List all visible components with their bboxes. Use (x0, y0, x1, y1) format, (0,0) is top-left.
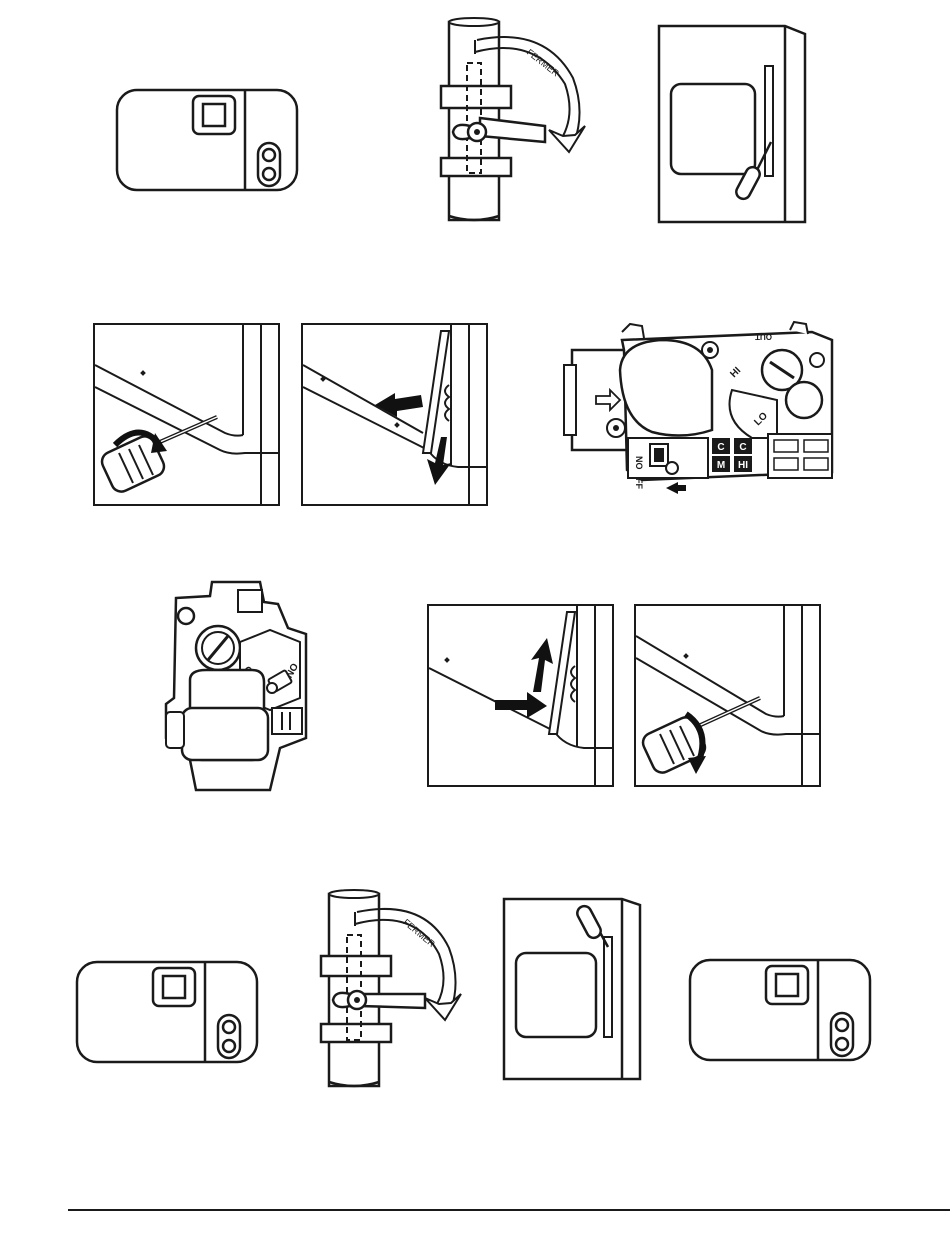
c-label-2: C (739, 442, 746, 453)
shutoff-valve-illustration-2: FERMER (315, 890, 475, 1095)
shutoff-valve-illustration-1: FERMER (435, 18, 595, 223)
close-label: FERMER (525, 47, 561, 79)
on-label-rotated: NO (634, 456, 644, 470)
switch-box-illustration-1 (655, 24, 810, 224)
thermostat-icon (75, 960, 260, 1065)
thermostat-illustration-2 (75, 960, 260, 1065)
gas-shutoff-valve-icon: FERMER (435, 18, 595, 223)
gas-control-valve-icon: HI LO OUT NO FF C C M HI (562, 320, 842, 505)
screwdriver-icon (636, 606, 819, 785)
access-panel-screw-illustration (634, 604, 821, 787)
m-label: M (717, 460, 725, 471)
thermostat-icon (115, 88, 300, 193)
footer-divider (68, 1209, 950, 1211)
gas-shutoff-valve-icon: FERMER (315, 890, 475, 1095)
electrical-switch-box-icon (500, 897, 645, 1082)
close-label: FERMER (401, 917, 437, 949)
off-label-rotated: FF (634, 478, 644, 489)
switch-box-illustration-2 (500, 897, 645, 1082)
out-label: OUT (755, 332, 772, 341)
gas-control-valve-side-illustration: OFF ON (160, 578, 310, 793)
electrical-switch-box-icon (655, 24, 810, 224)
thermostat-illustration-3 (688, 958, 873, 1063)
screwdriver-icon (95, 325, 278, 504)
access-panel-unscrew-illustration (93, 323, 280, 506)
access-panel-reinstall-illustration (427, 604, 614, 787)
gas-control-valve-top-illustration: HI LO OUT NO FF C C M HI (562, 320, 842, 505)
hi-terminal-label: HI (738, 460, 748, 471)
c-label-1: C (717, 442, 724, 453)
access-panel-remove-illustration (301, 323, 488, 506)
thermostat-icon (688, 958, 873, 1063)
panel-reinstall-diagram (429, 606, 612, 785)
thermostat-illustration-1 (115, 88, 300, 193)
gas-control-valve-icon: OFF ON (160, 578, 310, 793)
panel-remove-diagram (303, 325, 486, 504)
